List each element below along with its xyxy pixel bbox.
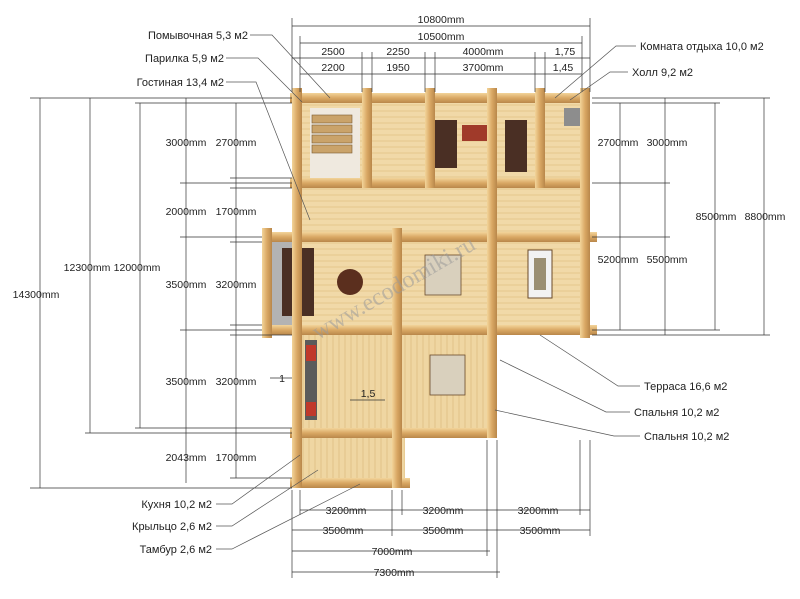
sauna-bench-icon: [311, 114, 353, 154]
dim-small-porch: 1: [279, 373, 285, 385]
dimension-lines: [30, 18, 770, 578]
porch-floor: [300, 435, 405, 485]
room-label-hall: Холл 9,2 м2: [632, 67, 693, 79]
dim-height-outer: 12300mm: [64, 262, 111, 274]
table-top-icon: [534, 258, 546, 290]
stove-icon: [564, 108, 582, 126]
sofa-icon: [435, 120, 457, 168]
dim-bottom-row2-2: 3500mm: [423, 525, 464, 537]
dim-bottom-row1-3: 3200mm: [518, 505, 559, 517]
dim-top-row2-4: 1,45: [553, 62, 574, 74]
sofa-icon: [505, 120, 527, 172]
dim-left-outer-5: 2043mm: [166, 452, 207, 464]
dim-left-inner-3: 3200mm: [216, 279, 257, 291]
dim-height-inner: 12000mm: [114, 262, 161, 274]
room-label-rest-room: Комната отдыха 10,0 м2: [640, 41, 764, 53]
room-label-washroom: Помывочная 5,3 м2: [148, 30, 248, 42]
wall-log: [362, 88, 372, 188]
dim-overall-height: 14300mm: [13, 289, 60, 301]
room-label-terrace: Терраса 16,6 м2: [644, 381, 727, 393]
dim-bottom-row2-3: 3500mm: [520, 525, 561, 537]
wall-log: [262, 325, 597, 335]
dim-left-inner-1: 2700mm: [216, 137, 257, 149]
dim-top-row2-1: 2200: [321, 62, 345, 74]
log-walls: [262, 88, 597, 488]
wall-log: [290, 478, 410, 488]
dim-left-outer-4: 3500mm: [166, 376, 207, 388]
kitchen-appliance-icon: [306, 345, 316, 361]
dim-left-inner-4: 3200mm: [216, 376, 257, 388]
dim-left-inner-2: 1700mm: [216, 206, 257, 218]
wall-log: [290, 93, 590, 103]
dim-right-mid-outer: 5500mm: [647, 254, 688, 266]
leader-lines: [216, 34, 640, 550]
wall-log: [580, 88, 590, 338]
dim-left-outer-3: 3500mm: [166, 279, 207, 291]
dim-top-row1-2: 2250: [386, 46, 410, 58]
room-label-bedroom-2: Спальня 10,2 м2: [644, 431, 729, 443]
dim-small-kitchen: 1,5: [361, 388, 376, 400]
room-label-steam-room: Парилка 5,9 м2: [145, 53, 224, 65]
room-label-kitchen: Кухня 10,2 м2: [141, 499, 212, 511]
wall-log: [535, 88, 545, 188]
dim-top-row1-4: 1,75: [555, 46, 576, 58]
dim-top-row2-3: 3700mm: [463, 62, 504, 74]
wall-log: [487, 88, 497, 438]
room-label-living-room: Гостиная 13,4 м2: [137, 77, 224, 89]
room-label-bedroom-1: Спальня 10,2 м2: [634, 407, 719, 419]
dim-right-mid-inner: 5200mm: [598, 254, 639, 266]
dim-bottom-row1-1: 3200mm: [326, 505, 367, 517]
dim-total-width-inner: 10500mm: [418, 31, 465, 43]
dim-right-top-outer: 3000mm: [647, 137, 688, 149]
dim-right-top-inner: 2700mm: [598, 137, 639, 149]
wall-log: [392, 228, 402, 488]
dim-left-outer-2: 2000mm: [166, 206, 207, 218]
room-label-vestibule: Тамбур 2,6 м2: [140, 544, 212, 556]
dim-bottom-total-outer: 7300mm: [374, 567, 415, 579]
wall-log: [262, 232, 597, 242]
dim-top-row1-1: 2500: [321, 46, 345, 58]
dim-right-total-inner: 8500mm: [696, 211, 737, 223]
bed-icon: [424, 254, 462, 296]
dim-left-inner-5: 1700mm: [216, 452, 257, 464]
dim-bottom-total-inner: 7000mm: [372, 546, 413, 558]
wall-log: [290, 178, 590, 188]
dining-table-icon: [337, 269, 363, 295]
dim-left-outer-1: 3000mm: [166, 137, 207, 149]
dim-bottom-row1-2: 3200mm: [423, 505, 464, 517]
bed-icon: [429, 354, 466, 396]
dim-top-row2-2: 1950: [386, 62, 410, 74]
wall-log: [425, 88, 435, 188]
dim-top-row1-3: 4000mm: [463, 46, 504, 58]
dim-total-width-outer: 10800mm: [418, 14, 465, 26]
dim-bottom-row2-1: 3500mm: [323, 525, 364, 537]
wall-log: [292, 88, 302, 488]
wall-log: [262, 228, 272, 338]
kitchen-appliance-icon: [306, 402, 316, 416]
dim-right-total-outer: 8800mm: [745, 211, 786, 223]
room-label-porch: Крыльцо 2,6 м2: [132, 521, 212, 533]
